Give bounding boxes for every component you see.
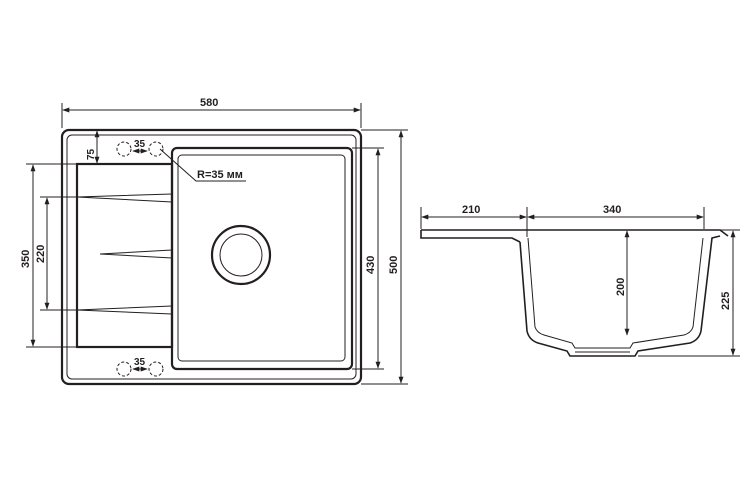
dim-rib-span-label: 220 bbox=[35, 245, 47, 263]
section-bowl-inner bbox=[527, 237, 704, 349]
sink-outline-inner bbox=[66, 134, 357, 380]
dim-bowl-depth-label: 200 bbox=[615, 278, 627, 296]
dim-offset-label: 75 bbox=[86, 148, 97, 160]
tap-hole-top-right bbox=[148, 141, 164, 157]
dim-bowl-width-label: 340 bbox=[603, 204, 621, 216]
hole-spacing-bottom-label: 35 bbox=[134, 357, 146, 368]
drainer-rib-top bbox=[76, 193, 173, 203]
dim-height-label: 500 bbox=[388, 256, 400, 274]
dim-drainer-width-label: 210 bbox=[462, 204, 480, 216]
tap-hole-bottom-left bbox=[116, 361, 132, 377]
radius-label: R=35 мм bbox=[197, 169, 243, 181]
section-rim-top bbox=[421, 229, 729, 237]
section-view: 210 340 200 225 bbox=[420, 204, 740, 357]
bowl-inner bbox=[177, 154, 346, 362]
dim-width-label: 580 bbox=[200, 97, 218, 109]
sink-outline-outer bbox=[60, 128, 363, 386]
drainer-rib-middle bbox=[99, 249, 173, 259]
section-bowl-outer bbox=[519, 235, 721, 357]
section-drainer-underside bbox=[420, 230, 521, 243]
hole-spacing-top-label: 35 bbox=[134, 139, 146, 150]
dim-bowl-height-label: 430 bbox=[365, 256, 377, 274]
tap-hole-top-left bbox=[116, 141, 132, 157]
drain-inner bbox=[219, 233, 263, 277]
dim-drainer-height-label: 350 bbox=[20, 250, 32, 268]
drainer-area bbox=[75, 162, 174, 349]
top-view: 35 35 R=35 мм 580 75 350 220 430 500 bbox=[20, 97, 408, 386]
tap-hole-bottom-right bbox=[148, 361, 164, 377]
radius-leader bbox=[159, 148, 246, 182]
drain-outer bbox=[210, 224, 272, 286]
dim-total-depth-label: 225 bbox=[720, 292, 732, 310]
drainer-rib-bottom bbox=[76, 305, 173, 315]
